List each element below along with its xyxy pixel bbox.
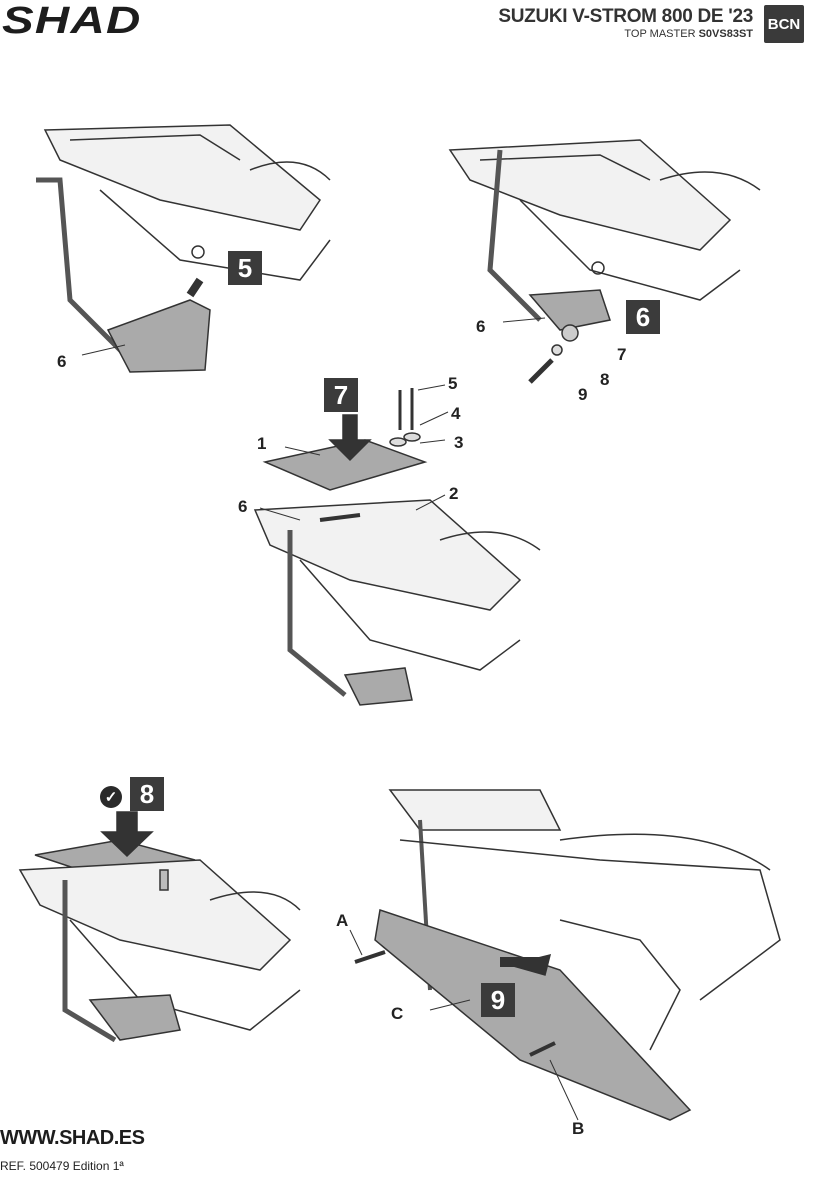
callout-label: B [572,1119,585,1138]
callout-label: 3 [454,433,464,452]
step7-illustration [253,384,541,706]
bcn-badge: BCN [764,5,804,43]
callout-label: 6 [476,317,486,336]
callout-label: 2 [449,484,459,503]
callout-label: 4 [451,404,461,423]
callout-label: 7 [617,345,627,364]
callout-label: 1 [257,434,267,453]
callout-label: 9 [578,385,588,404]
shad-logo: SHAD [2,0,142,42]
reference-edition: REF. 500479 Edition 1ª [0,1159,124,1173]
product-subtitle: TOP MASTER S0VS83ST [624,28,753,40]
callout-label: A [336,911,349,930]
step9-illustration [349,789,781,1121]
website-url[interactable]: WWW.SHAD.ES [0,1127,145,1149]
step8-illustration [18,811,301,1043]
callout-label: 6 [57,352,67,371]
check-icon: ✓ [100,786,122,808]
step-7-badge: 7 [324,378,358,412]
product-prefix: TOP MASTER [624,28,696,40]
step5-illustration [36,124,331,373]
callout-label: 8 [600,370,610,389]
callout-label: 5 [448,374,458,393]
step6-illustration [448,139,761,384]
step-6-badge: 6 [626,300,660,334]
callout-label: 6 [238,497,248,516]
callout-label: C [391,1004,404,1023]
step-5-badge: 5 [228,251,262,285]
model-title: SUZUKI V-STROM 800 DE '23 [498,6,753,27]
product-code: S0VS83ST [698,28,753,40]
step-8-badge: 8 [130,777,164,811]
step-9-badge: 9 [481,983,515,1017]
